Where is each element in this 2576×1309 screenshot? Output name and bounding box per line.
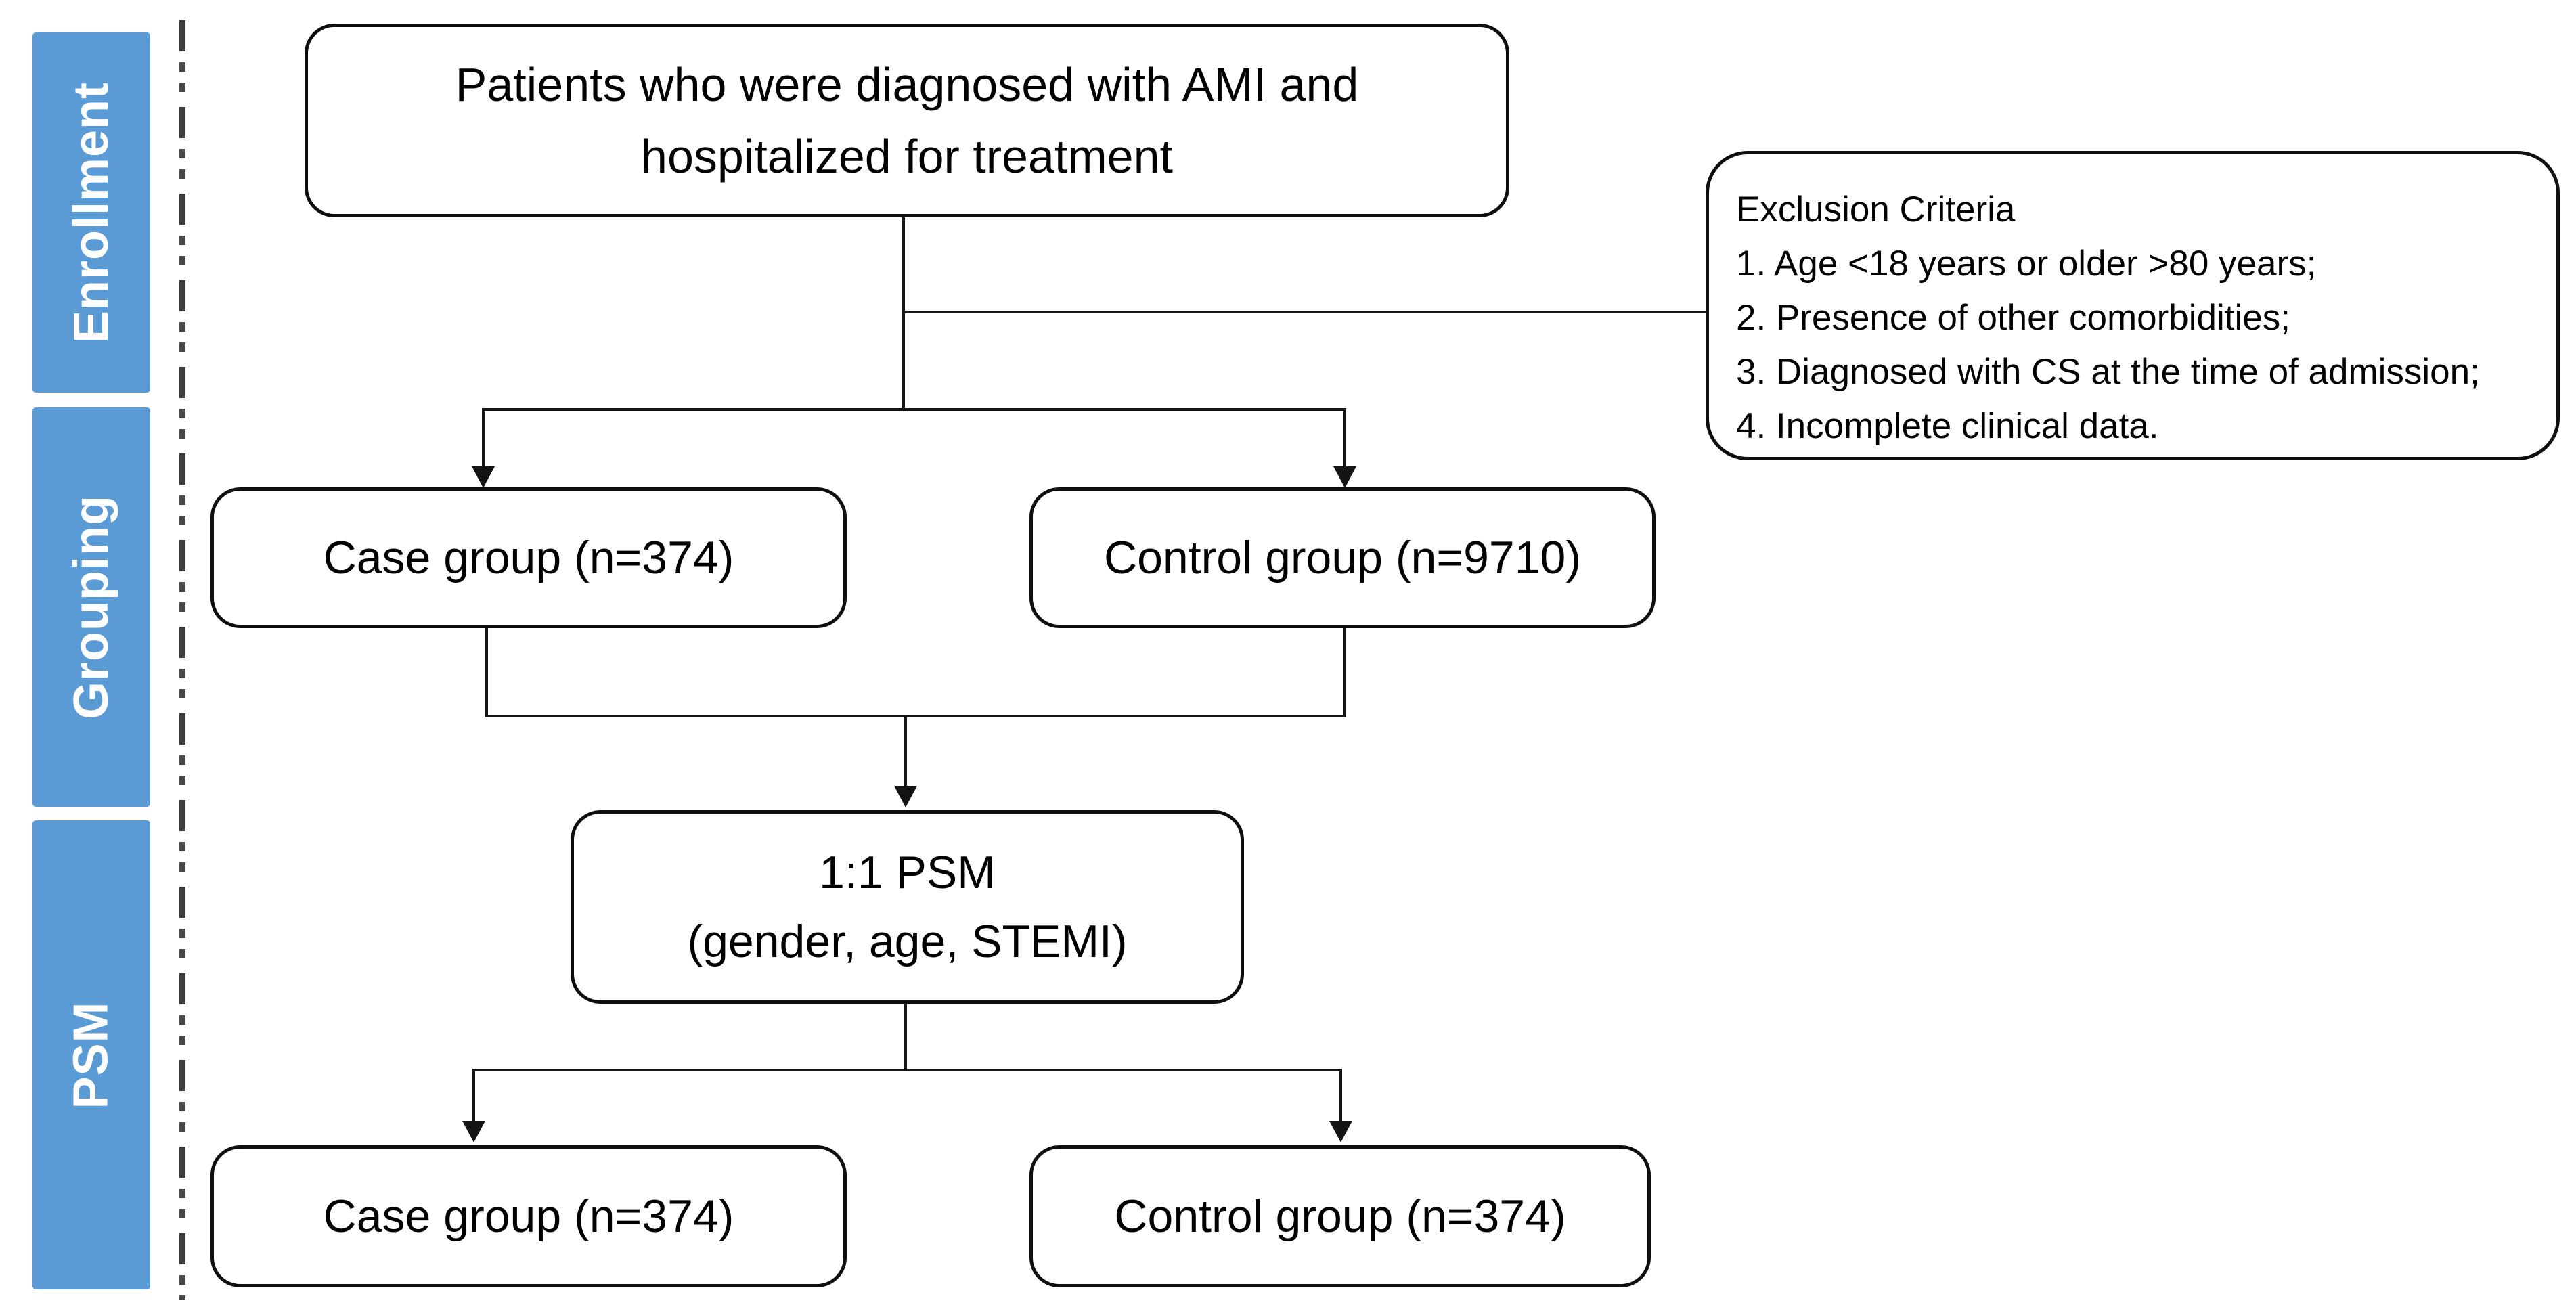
arrow-down-icon [1333,466,1356,488]
psm-box-line1: 1:1 PSM [819,847,996,898]
arrow-down-icon [462,1121,485,1142]
connector-to-exclusion [902,311,1706,313]
case-group-box-2: Case group (n=374) [210,1145,847,1287]
psm-box: 1:1 PSM (gender, age, STEMI) [571,810,1244,1004]
arrow-down-icon [472,466,495,488]
connector-psm-down [904,997,907,1071]
connector-merge-down [904,715,907,789]
connector-case1-down [485,620,488,717]
connector-split2-left-down [472,1069,475,1124]
psm-box-line2: (gender, age, STEMI) [687,916,1128,967]
case-group-2-label: Case group (n=374) [323,1191,734,1242]
phase-separator-line [179,20,185,1300]
sidebar-band-enrollment: Enrollment [32,32,150,393]
control-group-box-1: Control group (n=9710) [1029,487,1656,628]
exclusion-item: 3. Diagnosed with CS at the time of admi… [1736,352,2480,392]
connector-merge [485,715,1346,717]
exclusion-criteria-box: Exclusion Criteria 1. Age <18 years or o… [1706,151,2560,460]
exclusion-item: 2. Presence of other comorbidities; [1736,298,2290,338]
enrollment-band-label: Enrollment [64,81,118,344]
exclusion-item: 1. Age <18 years or older >80 years; [1736,244,2317,284]
sidebar-band-grouping: Grouping [32,407,150,807]
connector-split1-left-down [482,408,485,470]
connector-control1-down [1343,620,1346,717]
case-group-1-label: Case group (n=374) [323,532,734,583]
control-group-1-label: Control group (n=9710) [1103,532,1581,583]
exclusion-title: Exclusion Criteria [1736,190,2016,229]
patients-box: Patients who were diagnosed with AMI and… [305,24,1509,217]
case-group-box-1: Case group (n=374) [210,487,847,628]
control-group-2-label: Control group (n=374) [1114,1191,1566,1242]
patients-box-line1: Patients who were diagnosed with AMI and [455,58,1359,111]
connector-split-1 [482,408,1346,411]
connector-split2-right-down [1339,1069,1342,1124]
connector-split-2 [472,1069,1342,1071]
sidebar-band-psm: PSM [32,820,150,1289]
connector-split1-right-down [1343,408,1346,470]
patients-box-line2: hospitalized for treatment [641,130,1173,183]
control-group-box-2: Control group (n=374) [1029,1145,1651,1287]
arrow-down-icon [894,786,917,807]
grouping-band-label: Grouping [64,495,118,719]
psm-band-label: PSM [64,1000,118,1109]
exclusion-item: 4. Incomplete clinical data. [1736,406,2159,446]
arrow-down-icon [1329,1121,1352,1142]
